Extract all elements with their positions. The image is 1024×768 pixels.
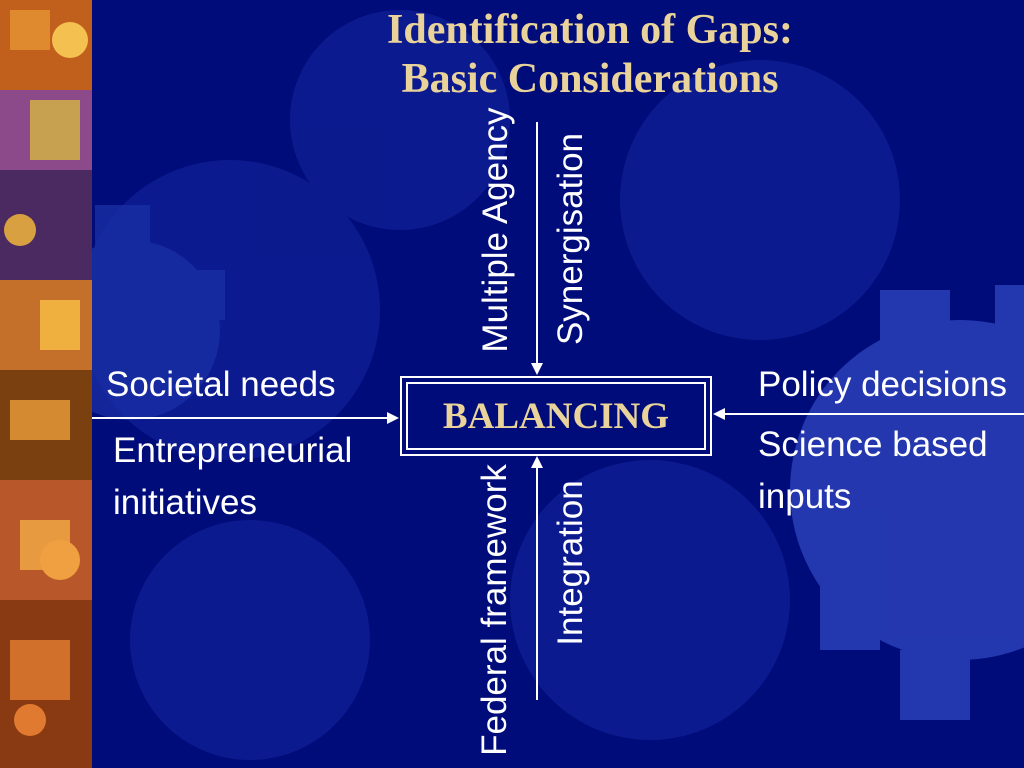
gear-shape [620,60,900,340]
gear-tooth [175,270,225,320]
gear-shape [290,10,510,230]
gear-tooth [820,580,880,650]
right-label-science-based: Science based [758,425,988,464]
gear-tooth [880,290,950,350]
gear-tooth [95,205,150,255]
decorative-strip [0,0,92,768]
gear-shape [510,460,790,740]
vertical-label-federal-framework: Federal framework [475,464,514,756]
slide-title: Identification of Gaps: Basic Considerat… [300,6,880,104]
vertical-label-multiple-agency: Multiple Agency [476,107,515,353]
left-label-societal-needs: Societal needs [106,365,336,404]
left-label-initiatives: initiatives [113,483,257,522]
left-label-entrepreneurial: Entrepreneurial [113,431,353,470]
gear-shape [790,320,1024,660]
balancing-label: BALANCING [442,395,670,437]
right-label-policy-decisions: Policy decisions [758,365,1007,404]
right-label-inputs: inputs [758,477,852,516]
balancing-box: BALANCING [400,376,712,456]
gear-tooth [995,285,1024,345]
vertical-label-integration: Integration [551,480,590,646]
gear-shape [130,520,370,760]
balancing-box-inner: BALANCING [406,382,706,450]
title-line-1: Identification of Gaps: [386,7,793,53]
gear-tooth [900,650,970,720]
title-line-2: Basic Considerations [401,56,779,102]
vertical-label-synergisation: Synergisation [551,132,590,346]
